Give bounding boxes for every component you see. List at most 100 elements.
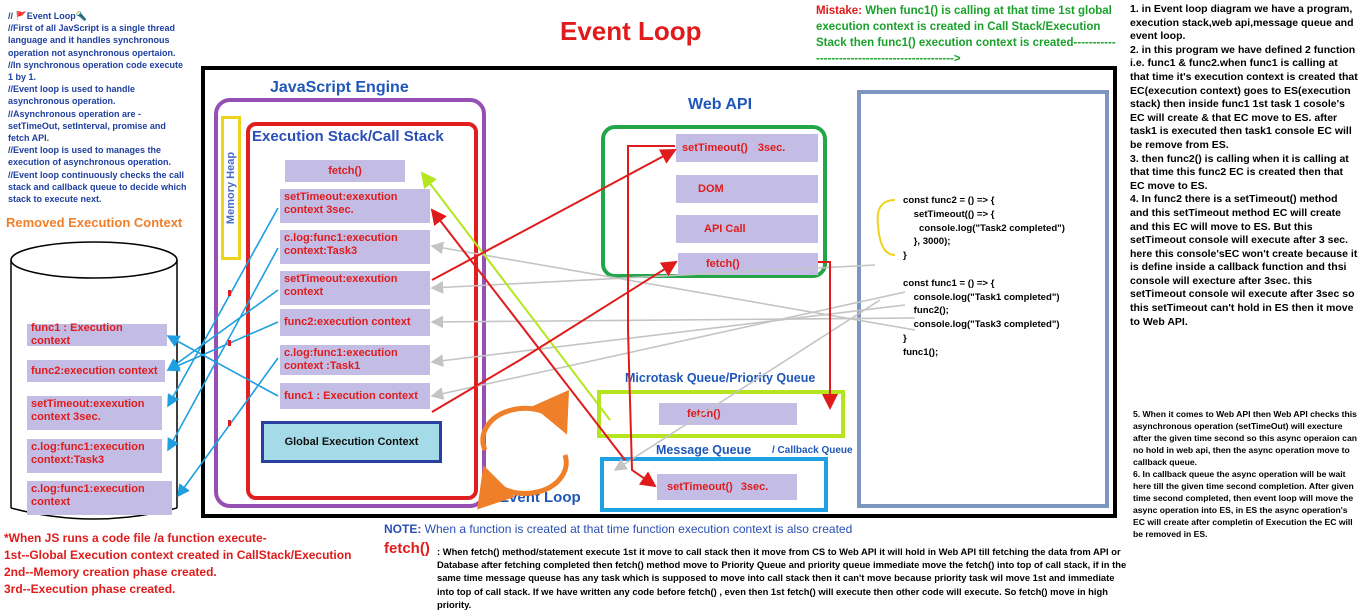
comment-line: //In synchronous operation code execute … <box>8 59 184 83</box>
web-api-settimeout: setTimeout() 3sec. <box>676 134 818 162</box>
arrow-remove <box>167 207 279 408</box>
arrow-to-stack <box>430 208 626 461</box>
message-queue-box <box>600 457 828 512</box>
explanation-item: 6. In callback queue the async operation… <box>1133 469 1354 539</box>
message-queue-settimeout: setTimeout() 3sec. <box>657 474 797 500</box>
code-line: } <box>903 332 907 344</box>
arrow-to-webapi <box>431 260 678 413</box>
fetch-note-label: fetch() <box>384 540 430 557</box>
phase-line: 3rd--Execution phase created. <box>4 582 176 596</box>
code-line: }, 3000); <box>903 236 951 248</box>
code-line: const func1 = () => { <box>903 277 995 289</box>
arrow-remove <box>166 289 279 371</box>
note-label: NOTE: <box>384 522 422 536</box>
arrow-code <box>430 241 916 331</box>
web-api-title: Web API <box>688 96 753 113</box>
stack-item-log-task1: c.log:func1:execution context :Task1 <box>280 345 430 375</box>
removed-log-task3: c.log:func1:execution context:Task3 <box>27 439 162 473</box>
web-api-call: API Call <box>676 215 818 243</box>
web-api-box <box>601 125 827 278</box>
comment-line: //Event loop is used to handle asynchron… <box>8 84 136 107</box>
page-title: Event Loop <box>560 16 702 46</box>
arrow-remove <box>166 321 279 372</box>
code-line: setTimeout(() => { <box>903 208 995 220</box>
stack-item-settimeout-3sec: setTimeout:exexution context 3sec. <box>280 189 430 223</box>
arrow-remove <box>166 335 279 397</box>
mistake-label: Mistake: <box>816 5 863 17</box>
arrow-to-microtask <box>818 261 838 410</box>
comment-line: //Event loop is used to manages the exec… <box>8 145 172 168</box>
code-line: console.log("Task3 completed") <box>903 319 1060 331</box>
removed-func2: func2:execution context <box>27 360 165 382</box>
comment-line: //Asynchronous operation are - setTimeOu… <box>8 108 166 144</box>
message-queue-title: Message Queue <box>656 443 752 457</box>
intro-comments: // 🚩Event Loop🔦 //First of all JavScript… <box>8 10 188 205</box>
arrow-code <box>613 299 881 471</box>
removed-context-title: Removed Execution Context <box>6 215 183 230</box>
removed-settimeout: setTimeout:exexution context 3sec. <box>27 396 162 430</box>
callback-queue-subtitle: / Callback Queue <box>772 445 853 456</box>
js-engine-box <box>214 98 486 508</box>
web-api-timer: 3sec. <box>757 142 786 154</box>
stack-item-settimeout: setTimeout:exexution context <box>280 271 430 305</box>
marker-dot <box>228 340 231 346</box>
comment-line: //First of all JavScript is a single thr… <box>8 23 176 58</box>
code-line: console.log("Task1 completed") <box>903 291 1060 303</box>
explanation-notes-small: 5. When it comes to Web API then Web API… <box>1133 408 1358 540</box>
note-text: When a function is created at that time … <box>421 522 853 536</box>
code-line: func2(); <box>903 305 949 317</box>
execution-phases-note: *When JS runs a code file /a function ex… <box>4 530 384 598</box>
memory-heap: Memory Heap <box>221 116 241 260</box>
diagram-frame <box>201 66 1117 518</box>
explanation-item: 5. When it comes to Web API then Web API… <box>1133 409 1357 467</box>
arrow-code <box>876 199 896 256</box>
explanation-item: 2. in this program we have defined 2 fun… <box>1130 43 1358 151</box>
phase-line: 2nd--Memory creation phase created. <box>4 565 217 579</box>
fetch-note-text: : When fetch() method/statement execute … <box>437 546 1127 610</box>
note: NOTE: When a function is created at that… <box>384 522 852 536</box>
call-stack-title: Execution Stack/Call Stack <box>252 128 444 145</box>
stack-item-fetch: fetch() <box>285 160 405 182</box>
explanation-item: 4. In func2 there is a setTimeout() meth… <box>1130 193 1358 328</box>
web-api-settimeout-label: setTimeout() <box>682 142 748 154</box>
code-line: console.log("Task2 completed") <box>903 222 1065 234</box>
js-engine-title: JavaScript Engine <box>270 79 409 96</box>
stack-item-func1: func1 : Execution context <box>280 383 430 409</box>
arrow-code <box>430 315 916 329</box>
stack-item-func2: func2:execution context <box>280 309 430 336</box>
explanation-item: 3. then func2() is calling when it is ca… <box>1130 152 1349 192</box>
mistake-text: When func1() is calling at that time 1st… <box>816 5 1116 65</box>
global-execution-context: Global Execution Context <box>261 421 442 463</box>
marker-dot <box>228 420 231 426</box>
code-line: const func2 = () => { <box>903 195 995 206</box>
event-loop-cycle <box>477 454 569 510</box>
event-loop-cycle <box>480 389 569 452</box>
comment-heading: // 🚩Event Loop🔦 <box>8 11 87 21</box>
message-queue-settimeout-label: setTimeout() <box>667 481 733 493</box>
removed-log-task1: c.log:func1:execution context <box>27 481 172 515</box>
arrow-code <box>430 304 906 368</box>
arrow-fetch-priority <box>420 171 611 421</box>
mistake-note: Mistake: When func1() is calling at that… <box>816 3 1116 67</box>
explanation-item: 1. in Event loop diagram we have a progr… <box>1130 3 1354 43</box>
arrow-remove <box>167 247 279 452</box>
arrow-to-webapi <box>431 149 677 281</box>
arrow-code <box>430 291 906 400</box>
code-panel <box>857 90 1109 508</box>
web-api-dom: DOM <box>676 175 818 203</box>
explanation-notes: 1. in Event loop diagram we have a progr… <box>1130 3 1358 329</box>
code-line: func1(); <box>903 346 939 358</box>
microtask-queue-title: Microtask Queue/Priority Queue <box>625 371 816 385</box>
comment-line: //Event loop continuously checks the cal… <box>8 169 187 205</box>
stack-item-log-task3: c.log:func1:execution context:Task3 <box>280 230 430 264</box>
phase-line: 1st--Global Execution context created in… <box>4 548 352 562</box>
marker-dot <box>228 290 231 296</box>
message-queue-timer: 3sec. <box>740 481 769 493</box>
phase-line: *When JS runs a code file /a function ex… <box>4 531 267 545</box>
code-line: } <box>903 250 907 262</box>
code-snippet: const func2 = () => { setTimeout(() => {… <box>903 194 1065 360</box>
arrow-remove <box>177 357 279 498</box>
removed-func1: func1 : Execution context <box>27 322 167 347</box>
